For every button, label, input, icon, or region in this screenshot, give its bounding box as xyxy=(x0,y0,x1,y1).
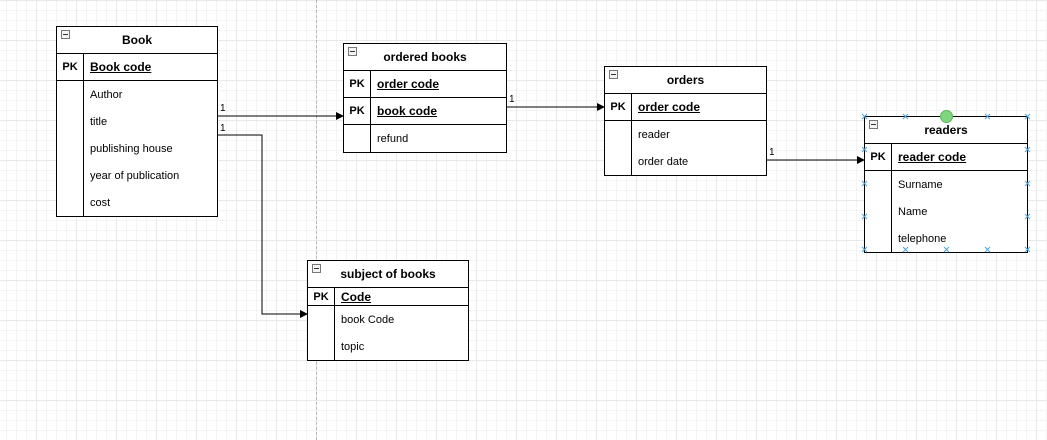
field-name: cost xyxy=(90,196,111,209)
pk-label: PK xyxy=(865,144,892,170)
field-name: publishing house xyxy=(90,142,173,155)
attribute-row[interactable]: cost xyxy=(57,189,217,216)
attribute-row[interactable]: publishing house xyxy=(57,135,217,162)
attribute-list: Surname Name telephone xyxy=(865,171,1027,252)
attribute-list: reader order date xyxy=(605,121,766,175)
collapse-icon[interactable] xyxy=(348,47,357,56)
rotate-handle[interactable] xyxy=(940,110,953,123)
resize-handle-se[interactable] xyxy=(1024,246,1031,253)
pk-row[interactable]: PK Book code xyxy=(57,54,217,81)
field-name: Name xyxy=(898,205,928,218)
field-name: book Code xyxy=(341,313,395,326)
attribute-row[interactable]: Author xyxy=(57,81,217,108)
table-orders[interactable]: orders PK order code reader order date xyxy=(604,66,767,176)
table-header[interactable]: subject of books xyxy=(308,261,468,288)
attribute-row[interactable]: Surname xyxy=(865,171,1027,198)
table-title: Book xyxy=(122,33,152,47)
table-header[interactable]: readers xyxy=(865,117,1027,144)
pk-row[interactable]: PK book code xyxy=(344,98,506,125)
pk-row[interactable]: PK Code xyxy=(308,288,468,306)
attribute-row[interactable]: topic xyxy=(308,333,468,360)
resize-handle-sw[interactable] xyxy=(861,246,868,253)
field-name: telephone xyxy=(898,232,947,245)
resize-handle-n3[interactable] xyxy=(984,113,991,120)
edge-label-book-ordered: 1 xyxy=(220,103,226,114)
resize-handle-w2[interactable] xyxy=(861,180,868,187)
field-name: Book code xyxy=(90,60,152,74)
resize-handle-e2[interactable] xyxy=(1024,180,1031,187)
edge-book-to-subject-of-books[interactable] xyxy=(218,134,308,318)
resize-handle-e1[interactable] xyxy=(1024,146,1031,153)
attribute-row[interactable]: title xyxy=(57,108,217,135)
table-header[interactable]: orders xyxy=(605,67,766,94)
table-title: ordered books xyxy=(383,50,467,64)
table-title: readers xyxy=(924,123,968,137)
collapse-icon[interactable] xyxy=(869,120,878,129)
attribute-list: book Code topic xyxy=(308,306,468,360)
resize-handle-s3[interactable] xyxy=(984,246,991,253)
attribute-row[interactable]: refund xyxy=(344,125,506,152)
attribute-row[interactable]: reader xyxy=(605,121,766,148)
field-name: order code xyxy=(638,100,701,114)
field-name: Surname xyxy=(898,178,943,191)
collapse-icon[interactable] xyxy=(61,30,70,39)
resize-handle-s2[interactable] xyxy=(943,246,950,253)
page-break-line xyxy=(316,0,317,440)
table-book[interactable]: Book PK Book code Author title publishin… xyxy=(56,26,218,217)
collapse-icon[interactable] xyxy=(312,264,321,273)
resize-handle-nw[interactable] xyxy=(861,113,868,120)
attribute-row[interactable]: order date xyxy=(605,148,766,175)
pk-label: PK xyxy=(308,288,335,305)
edge-label-orders-readers: 1 xyxy=(769,147,775,158)
field-name: topic xyxy=(341,340,365,353)
table-subject-of-books[interactable]: subject of books PK Code book Code topic xyxy=(307,260,469,361)
table-title: subject of books xyxy=(340,267,436,281)
pk-label: PK xyxy=(344,98,371,124)
table-header[interactable]: Book xyxy=(57,27,217,54)
field-name: book code xyxy=(377,104,438,118)
field-name: refund xyxy=(377,132,409,145)
pk-row[interactable]: PK reader code xyxy=(865,144,1027,171)
edge-label-book-subject: 1 xyxy=(220,123,226,134)
resize-handle-s1[interactable] xyxy=(902,246,909,253)
field-name: order code xyxy=(377,77,440,91)
attribute-list: Author title publishing house year of pu… xyxy=(57,81,217,216)
attribute-row[interactable]: telephone xyxy=(865,225,1027,252)
resize-handle-e3[interactable] xyxy=(1024,213,1031,220)
table-header[interactable]: ordered books xyxy=(344,44,506,71)
field-name: reader xyxy=(638,128,670,141)
pk-label: PK xyxy=(605,94,632,120)
pk-row[interactable]: PK order code xyxy=(605,94,766,121)
pk-label: PK xyxy=(344,71,371,97)
attribute-row[interactable]: year of publication xyxy=(57,162,217,189)
attribute-row[interactable]: Name xyxy=(865,198,1027,225)
attribute-list: refund xyxy=(344,125,506,152)
field-name: Code xyxy=(341,289,371,304)
pk-row[interactable]: PK order code xyxy=(344,71,506,98)
field-name: Author xyxy=(90,88,123,101)
table-ordered-books[interactable]: ordered books PK order code PK book code… xyxy=(343,43,507,153)
pk-label: PK xyxy=(57,54,84,80)
resize-handle-ne[interactable] xyxy=(1024,113,1031,120)
resize-handle-w3[interactable] xyxy=(861,213,868,220)
table-readers[interactable]: readers PK reader code Surname Name tele… xyxy=(864,116,1028,253)
field-name: reader code xyxy=(898,150,967,164)
attribute-row[interactable]: book Code xyxy=(308,306,468,333)
edge-label-ordered-orders: 1 xyxy=(509,94,515,105)
resize-handle-n1[interactable] xyxy=(902,113,909,120)
field-name: title xyxy=(90,115,108,128)
resize-handle-w1[interactable] xyxy=(861,146,868,153)
field-name: year of publication xyxy=(90,169,180,182)
collapse-icon[interactable] xyxy=(609,70,618,79)
field-name: order date xyxy=(638,155,689,168)
table-title: orders xyxy=(666,73,705,87)
